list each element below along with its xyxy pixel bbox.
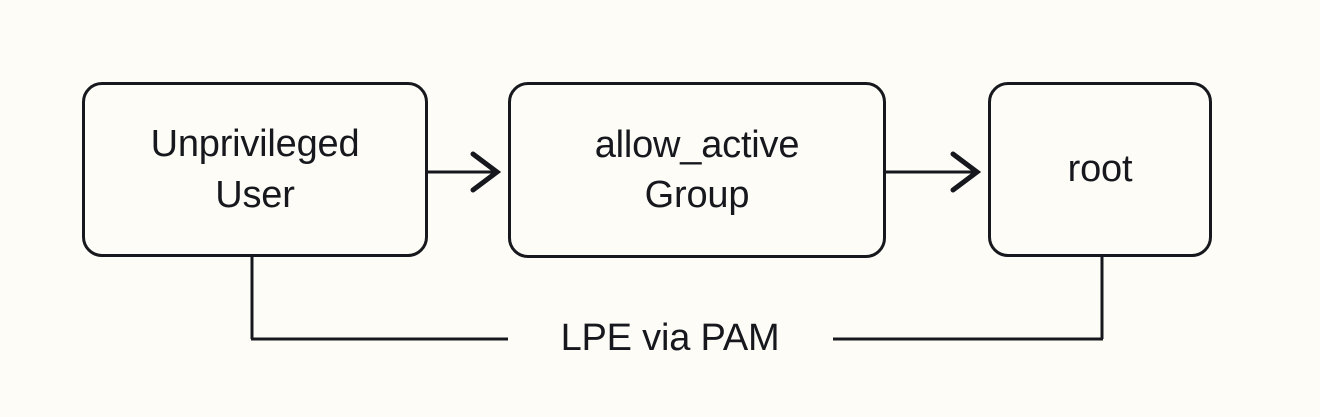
arrow-user-to-group xyxy=(428,151,502,193)
node-unprivileged-user[interactable]: Unprivileged User xyxy=(82,82,428,257)
arrow-group-to-root xyxy=(886,151,982,193)
edge-label-lpe-via-pam: LPE via PAM xyxy=(560,317,780,359)
node-allow-active-group-label: allow_active Group xyxy=(594,123,800,216)
edge-lpe-via-pam-connector xyxy=(250,257,1104,341)
node-root[interactable]: root xyxy=(988,82,1212,257)
node-unprivileged-user-label: Unprivileged User xyxy=(150,123,360,216)
node-allow-active-group[interactable]: allow_active Group xyxy=(508,82,886,258)
node-root-label: root xyxy=(1067,148,1133,191)
